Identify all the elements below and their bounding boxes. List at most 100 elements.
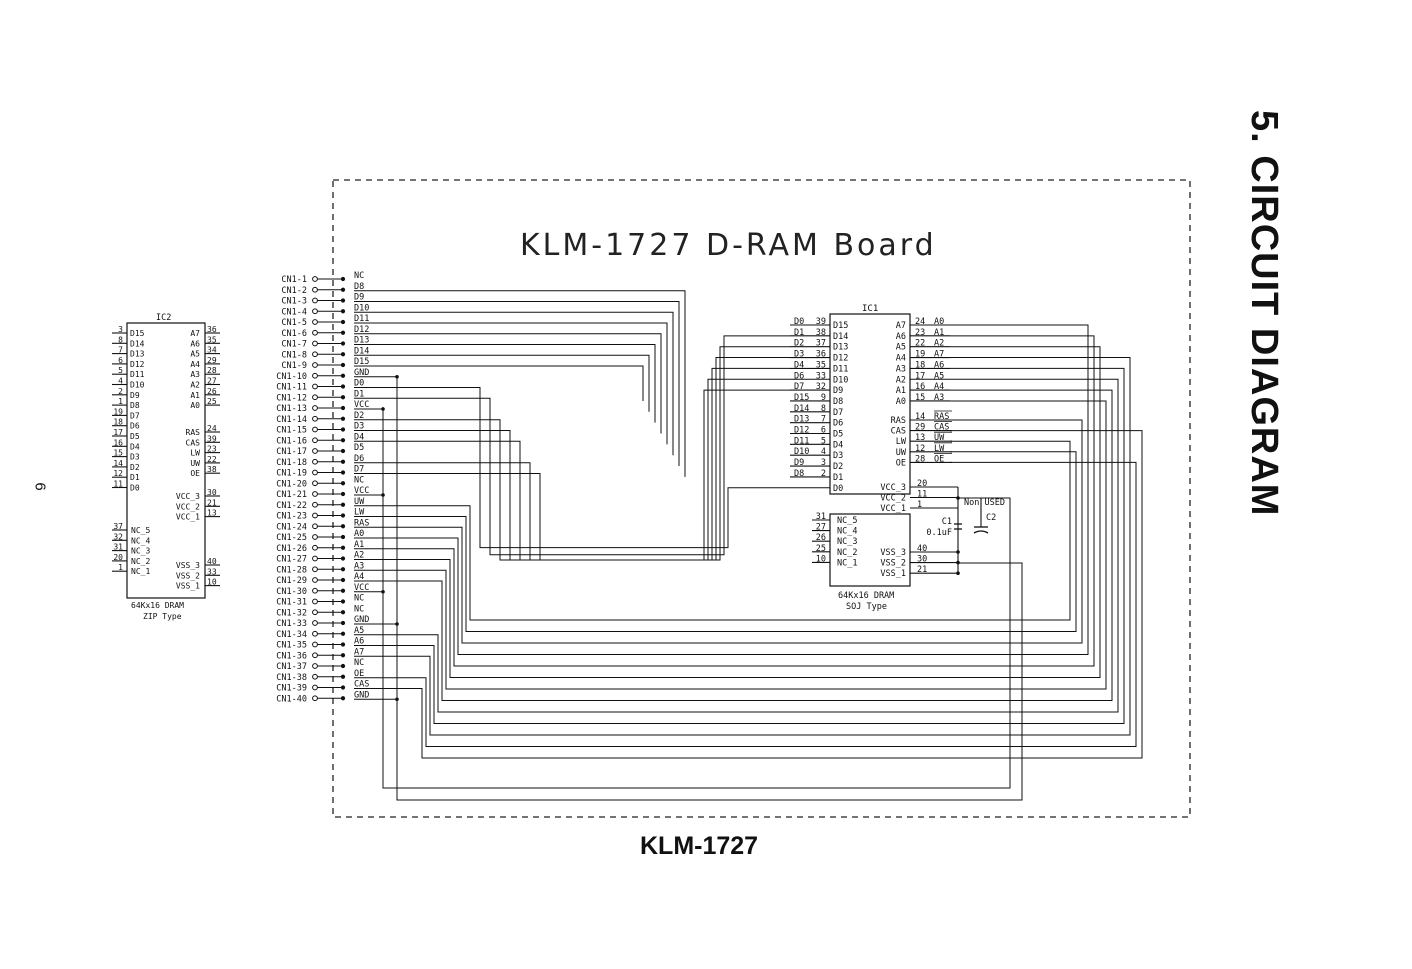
- ic1-pin-net: A0: [934, 317, 944, 327]
- connector-junction-dot: [340, 309, 346, 314]
- ic2-pin-number: 4: [118, 377, 123, 386]
- c1-value: 0.1uF: [926, 528, 952, 538]
- ic2-pin-number: 8: [118, 335, 123, 344]
- ic1-pin-number: 36: [816, 350, 826, 360]
- ic1-pin-number: 15: [915, 393, 925, 403]
- ic1-pin-net: A5: [934, 371, 944, 381]
- connector-pin-terminal: [312, 673, 318, 680]
- connector-signal-label: D11: [354, 314, 369, 324]
- connector-signal-label: NC: [354, 475, 364, 485]
- connector-pin-terminal: [312, 340, 318, 347]
- ic1-pin-number: 7: [821, 415, 826, 425]
- ic2-pin-number: 34: [207, 346, 217, 355]
- connector-pin-terminal: [312, 523, 318, 530]
- ic2-pin-signal: A3: [190, 370, 200, 379]
- connector-pin-label: CN1-23: [276, 512, 307, 522]
- connector-signal-label: D1: [354, 389, 364, 399]
- ic2-pin-number: 37: [113, 522, 123, 531]
- connector-pin-label: CN1-34: [276, 630, 307, 640]
- ic1-pin-number: 32: [816, 382, 826, 392]
- ic2-pin-number: 39: [207, 434, 217, 443]
- ic1-pin-net: A2: [934, 339, 944, 349]
- connector-signal-label: A5: [354, 626, 364, 636]
- ic1-pin-signal: A0: [896, 397, 906, 407]
- connector-signal-label: RAS: [354, 518, 369, 528]
- connector-junction-dot: [340, 502, 346, 507]
- data-wire: [354, 387, 790, 549]
- ic2-pin-number: 6: [118, 356, 123, 365]
- ic1-pin-net: RAS: [934, 412, 949, 422]
- connector-signal-label: NC: [354, 271, 364, 281]
- connector-junction-dot: [340, 545, 346, 550]
- connector-signal-label: D6: [354, 454, 364, 464]
- ic1-pin-signal: RAS: [891, 416, 906, 426]
- connector-junction-dot: [340, 620, 346, 626]
- connector-signal-label: D2: [354, 411, 364, 421]
- ic1-pin-number: 10: [816, 554, 826, 564]
- connector-pin-terminal: [312, 415, 318, 422]
- ic1-pin-signal: VCC_1: [880, 504, 906, 514]
- ic2-pin-signal: CAS: [186, 438, 201, 447]
- ic2-pin-signal: D4: [130, 442, 140, 451]
- connector-junction-dot: [340, 352, 346, 357]
- ic2-pin-signal: A6: [190, 339, 200, 348]
- ic2-pin-signal: NC_2: [131, 557, 150, 566]
- ic2-pin-signal: D7: [130, 411, 140, 420]
- connector-junction-dot: [340, 696, 346, 701]
- ic2-pin-number: 5: [118, 366, 123, 375]
- connector-pin-terminal: [312, 544, 318, 551]
- board-title: KLM-1727 D-RAM Board: [520, 228, 937, 263]
- ic1-pin-number: 31: [816, 512, 826, 522]
- ic2-pin-number: 23: [207, 445, 217, 454]
- ic2-pin-number: 40: [207, 557, 217, 566]
- connector-signal-label: CAS: [354, 680, 369, 690]
- ic2-zip-dram: IC2D153D148D137D126D115D104D92D81D719D61…: [112, 313, 220, 621]
- connector-junction-dot: [340, 416, 346, 421]
- connector-pin-label: CN1-26: [276, 544, 307, 554]
- ic2-pin-signal: UW: [190, 459, 200, 468]
- ic1-pin-signal: VCC_2: [880, 494, 906, 504]
- connector-pin-terminal: [312, 695, 318, 702]
- ic1-pin-number: 8: [821, 404, 826, 414]
- address-wire: [354, 346, 1101, 678]
- ic2-pin-number: 30: [207, 488, 217, 497]
- ic2-name: IC2: [156, 313, 171, 323]
- address-wire: [354, 419, 1083, 644]
- ic2-pin-number: 14: [113, 459, 123, 468]
- ic1-pin-signal: VSS_1: [880, 569, 906, 579]
- connector-signal-label: D9: [354, 293, 364, 303]
- connector-pin-label: CN1-1: [281, 275, 307, 285]
- ic1-pin-net: D4: [794, 360, 804, 370]
- ic1-pin-number: 19: [915, 350, 925, 360]
- connector-pin-terminal: [312, 534, 318, 540]
- ic2-pin-number: 19: [113, 407, 123, 416]
- connector-pin-terminal: [312, 362, 318, 368]
- connector-pin-terminal: [312, 383, 318, 390]
- ic1-pin-number: 17: [915, 371, 925, 381]
- connector-junction-dot: [340, 395, 346, 400]
- connector-junction-dot: [340, 330, 346, 335]
- ic2-pin-number: 35: [207, 335, 217, 344]
- ic2-pin-number: 29: [207, 356, 217, 365]
- connector-signal-label: UW: [354, 497, 365, 507]
- connector-junction-dot: [340, 427, 346, 432]
- connector-junction-dot: [340, 341, 346, 346]
- ic1-pin-number: 5: [821, 436, 826, 446]
- ic1-pin-number: 25: [816, 544, 826, 554]
- ic1-pin-number: 14: [915, 412, 925, 422]
- ic1-pin-number: 38: [816, 328, 826, 338]
- connector-junction-dot: [340, 298, 346, 303]
- ic1-pin-number: 11: [917, 490, 927, 500]
- connector-pin-label: CN1-10: [276, 372, 307, 382]
- connector-junction-dot: [340, 373, 346, 378]
- data-wire: [354, 335, 790, 556]
- ic1-pin-net: D8: [794, 469, 804, 479]
- ic2-pin-number: 28: [207, 366, 217, 375]
- data-wire: [354, 378, 790, 561]
- ic1-pin-signal: NC_4: [837, 527, 857, 537]
- ic2-pin-signal: D1: [130, 473, 140, 482]
- ic1-pin-signal: D14: [833, 332, 848, 342]
- non-used-label: Non USED: [964, 498, 1005, 508]
- connector-pin-label: CN1-11: [276, 383, 307, 393]
